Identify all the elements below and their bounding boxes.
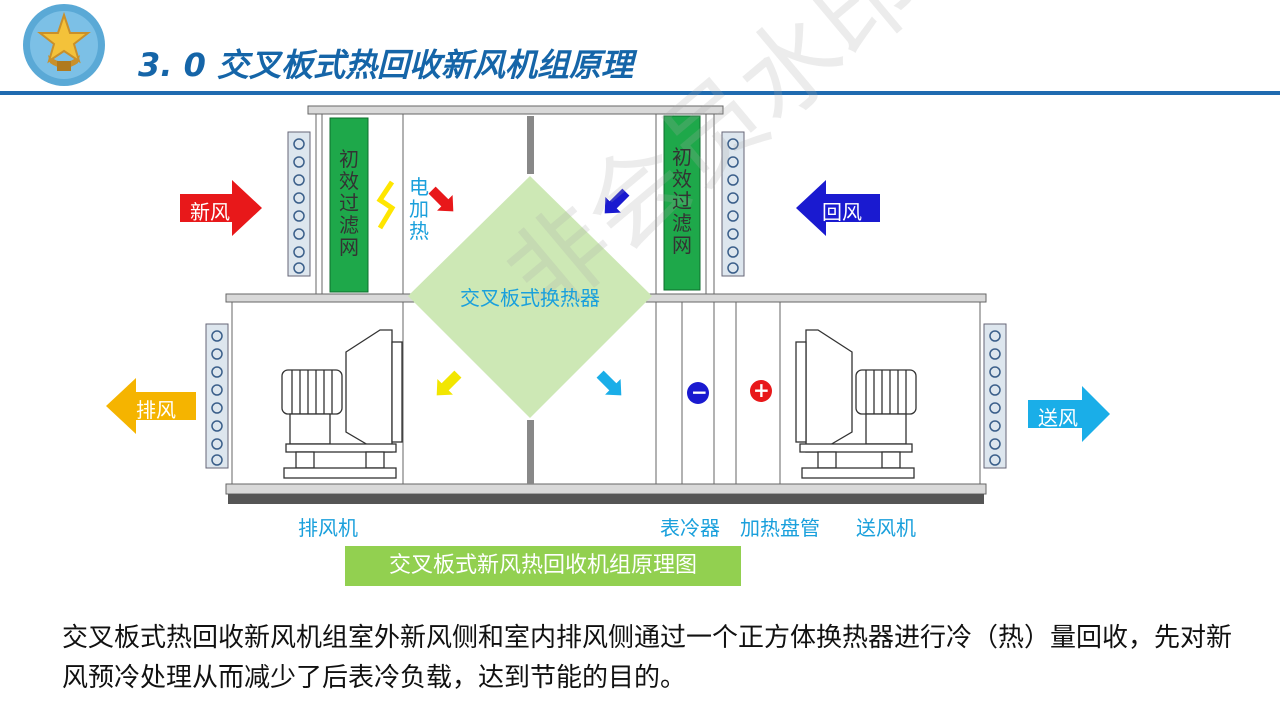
supply-fan-label: 送风机 bbox=[856, 516, 916, 540]
airflow-arrow-blue-icon bbox=[604, 188, 630, 214]
supply-air-arrow-icon bbox=[1028, 386, 1110, 442]
heat-exchanger-label: 交叉板式换热器 bbox=[460, 286, 600, 310]
airflow-arrow-cyan-icon bbox=[596, 370, 622, 396]
left-filter bbox=[329, 117, 369, 293]
right-filter-label: 初效 过滤 网 bbox=[672, 145, 692, 257]
heat-exchanger-shape bbox=[408, 176, 652, 418]
heating-coil-label: 加热盘管 bbox=[740, 516, 820, 540]
louver-return-air bbox=[721, 131, 745, 277]
airflow-arrow-red-icon bbox=[428, 186, 454, 212]
heating-coil-plus-icon bbox=[750, 380, 772, 402]
header-divider bbox=[0, 91, 1280, 95]
exhaust-air-label: 排风 bbox=[136, 398, 176, 422]
airflow-arrow-yellow-icon bbox=[436, 370, 462, 396]
heating-symbol: + bbox=[753, 378, 770, 402]
heater-zigzag-icon bbox=[376, 180, 396, 230]
right-filter bbox=[663, 115, 701, 291]
base-rail bbox=[225, 483, 987, 495]
base-frame bbox=[228, 494, 984, 504]
fresh-air-arrow-icon bbox=[180, 180, 262, 236]
cooling-coil-minus-icon bbox=[687, 382, 709, 404]
electric-heater-label: 电 加 热 bbox=[409, 175, 429, 243]
return-air-label: 回风 bbox=[822, 200, 862, 224]
cooling-coil-label: 表冷器 bbox=[660, 516, 720, 540]
diagram-caption: 交叉板式新风热回收机组原理图 bbox=[345, 546, 741, 586]
louver-supply-air bbox=[983, 323, 1007, 469]
left-filter-label: 初效 过滤 网 bbox=[339, 147, 359, 259]
louver-exhaust-air bbox=[205, 323, 229, 469]
description-paragraph: 交叉板式热回收新风机组室外新风侧和室内排风侧通过一个正方体换热器进行冷（热）量回… bbox=[62, 623, 1233, 693]
fresh-air-label: 新风 bbox=[190, 200, 230, 224]
partition-top bbox=[527, 116, 534, 174]
partition-bottom bbox=[527, 420, 534, 484]
exhaust-air-arrow-icon bbox=[106, 378, 196, 434]
trophy-star-logo bbox=[23, 4, 105, 86]
supply-air-label: 送风 bbox=[1038, 406, 1078, 430]
louver-fresh-air bbox=[287, 131, 311, 277]
supply-fan-icon bbox=[795, 329, 917, 479]
page-title: 3. 0 交叉板式热回收新风机组原理 bbox=[138, 46, 633, 84]
exhaust-fan-label: 排风机 bbox=[298, 516, 358, 540]
return-air-arrow-icon bbox=[796, 180, 880, 236]
cooling-symbol: − bbox=[691, 380, 708, 404]
exhaust-fan-icon bbox=[281, 329, 403, 479]
